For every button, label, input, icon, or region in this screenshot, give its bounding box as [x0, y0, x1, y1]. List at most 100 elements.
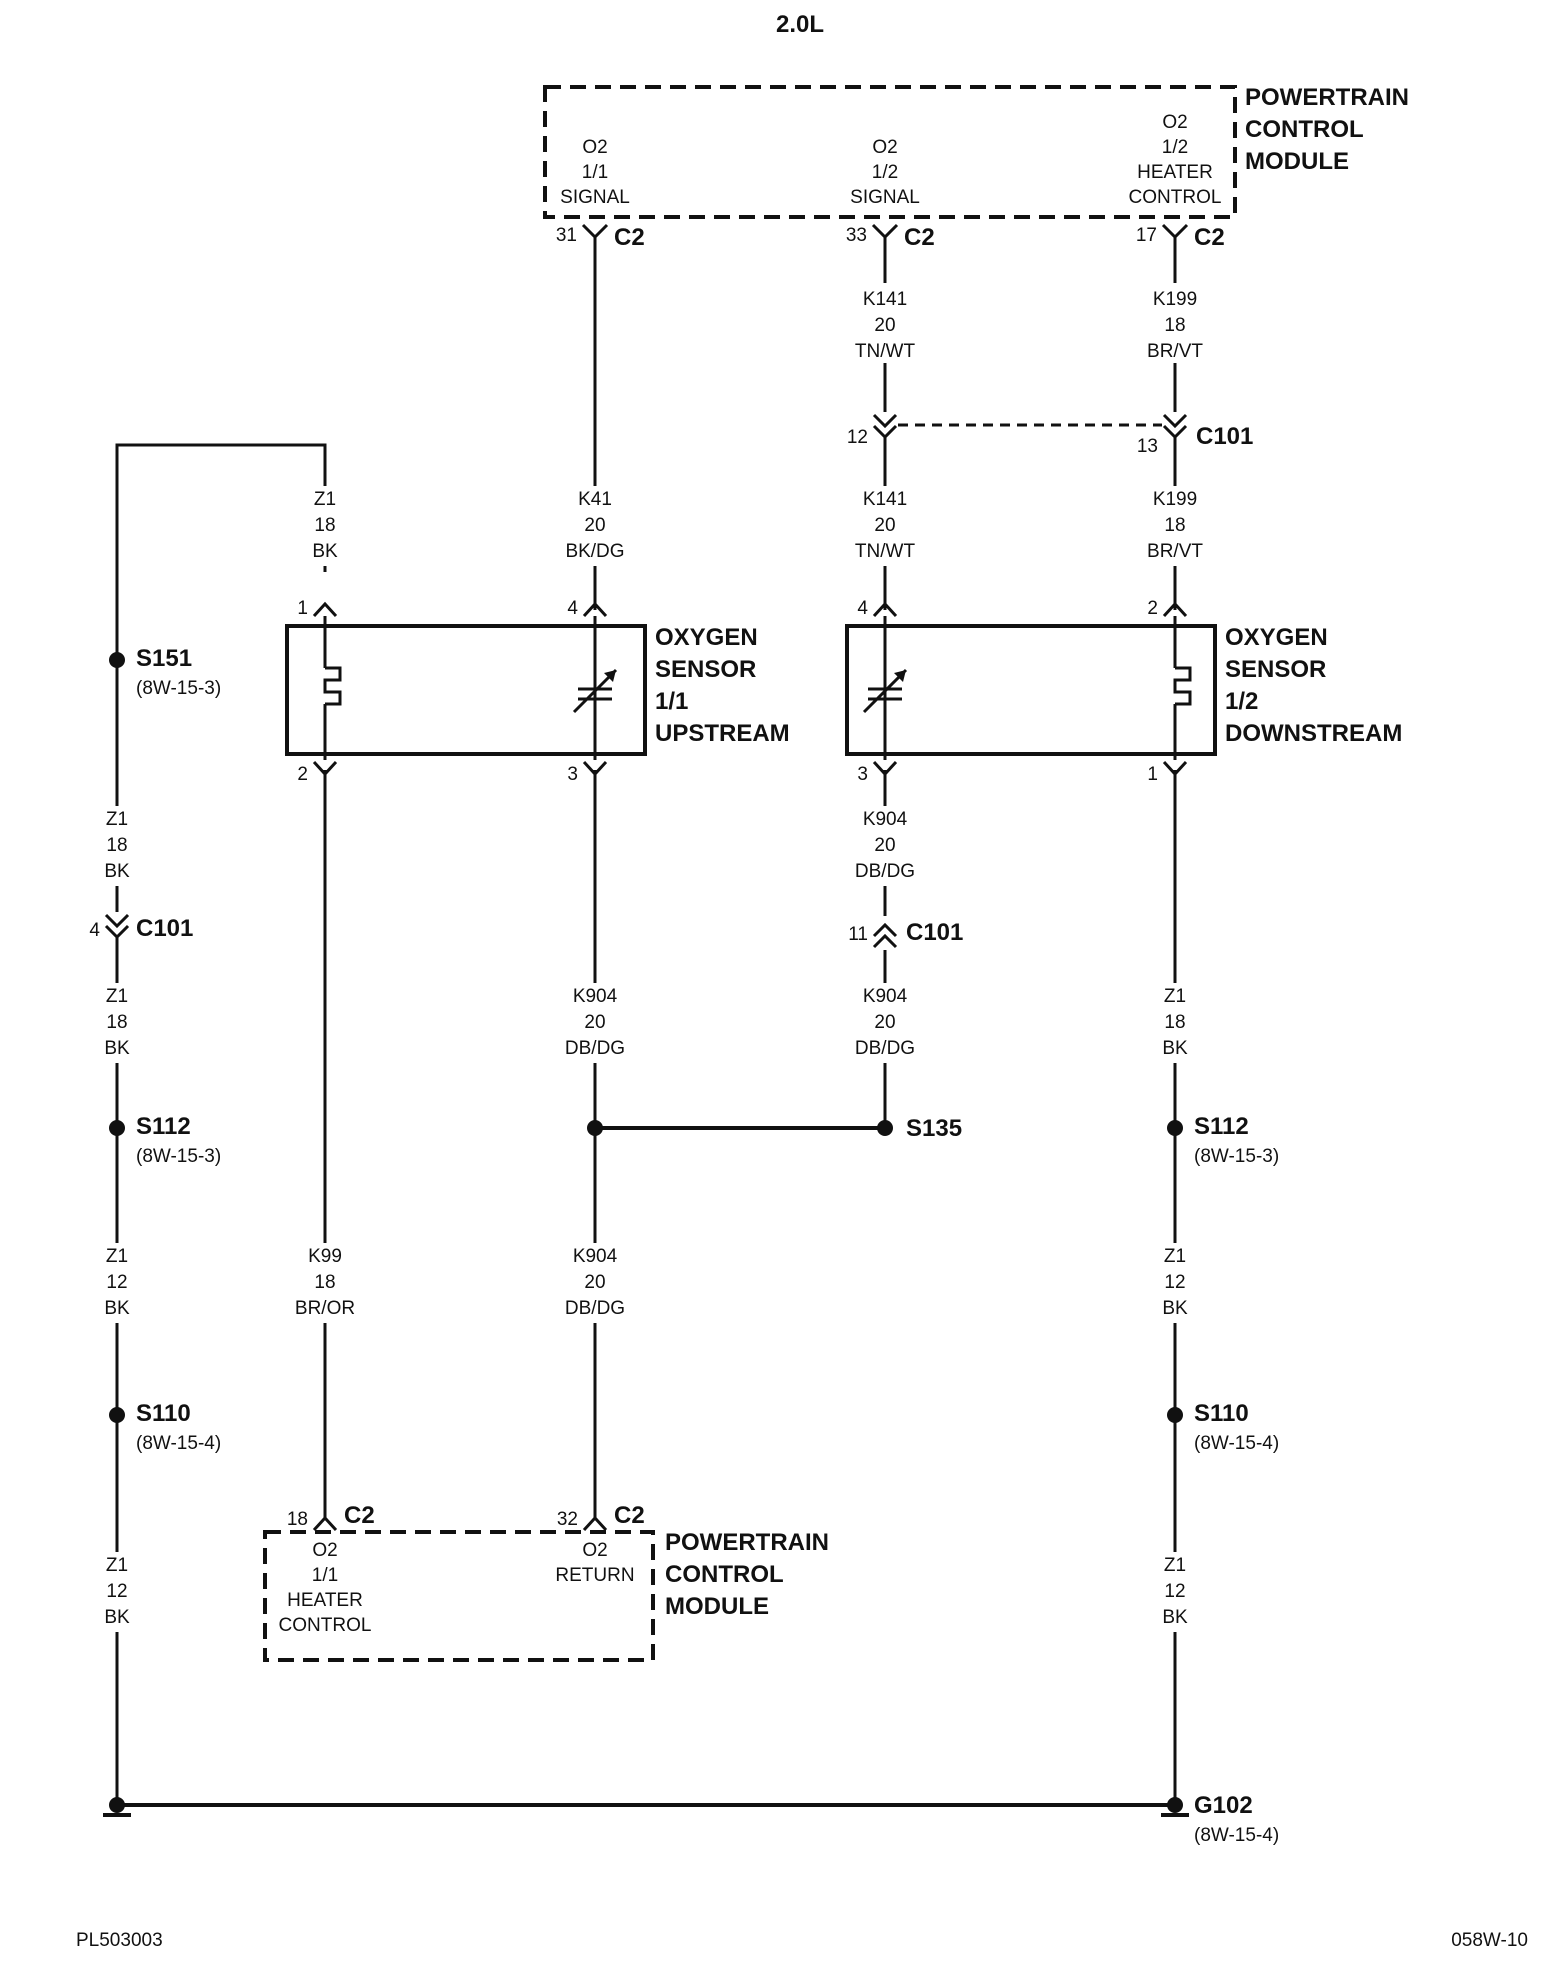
svg-text:DB/DG: DB/DG: [565, 1298, 625, 1319]
svg-text:17: 17: [1136, 225, 1157, 246]
svg-text:Z1: Z1: [1164, 1555, 1186, 1576]
svg-text:11: 11: [848, 924, 868, 945]
svg-text:TN/WT: TN/WT: [855, 541, 916, 562]
connector-c2-pin32: 32 C2: [557, 1502, 645, 1532]
svg-text:12: 12: [847, 427, 868, 448]
pcm-top-module: POWERTRAIN CONTROL MODULE O2 1/1 SIGNAL …: [543, 84, 1409, 219]
wire-label-k904-a: K904 20 DB/DG: [855, 809, 915, 882]
svg-text:1: 1: [1147, 764, 1158, 785]
svg-text:K904: K904: [573, 986, 618, 1007]
wire-label-z1-a: Z1 18 BK: [312, 489, 338, 562]
sensor-downstream-pin3: 3: [857, 760, 898, 785]
connector-c2-pin33: 33 C2: [846, 223, 935, 251]
svg-text:18: 18: [287, 1509, 308, 1530]
svg-text:Z1: Z1: [106, 986, 128, 1007]
pcm-top-pin-label-o2-11-signal-3: SIGNAL: [560, 187, 630, 208]
svg-text:C2: C2: [614, 1502, 645, 1529]
svg-text:Z1: Z1: [106, 1246, 128, 1267]
svg-text:12: 12: [1164, 1272, 1185, 1293]
footer-left-code: PL503003: [76, 1930, 163, 1951]
svg-text:K99: K99: [308, 1246, 342, 1267]
svg-text:18: 18: [314, 515, 335, 536]
svg-text:18: 18: [106, 1012, 127, 1033]
sensor-downstream-pin4: 4: [857, 598, 898, 619]
connector-c2-pin18: 18 C2: [287, 1502, 375, 1532]
wire-label-k199-top: K199 18 BR/VT: [1147, 289, 1203, 362]
svg-text:BK: BK: [1162, 1298, 1188, 1319]
svg-text:4: 4: [567, 598, 578, 619]
svg-text:S151: S151: [136, 645, 192, 672]
pcm-top-pin-label-o2-12-signal-3: SIGNAL: [850, 187, 920, 208]
sensor-upstream-pin4: 4: [567, 598, 608, 619]
wire-label-z1-g: Z1 12 BK: [104, 1555, 130, 1628]
svg-text:CONTROL: CONTROL: [279, 1615, 372, 1636]
svg-text:3: 3: [857, 764, 868, 785]
svg-text:(8W-15-3): (8W-15-3): [136, 1146, 221, 1167]
svg-text:Z1: Z1: [314, 489, 336, 510]
oxygen-sensor-downstream: OXYGEN SENSOR 1/2 DOWNSTREAM: [845, 616, 1402, 760]
oxygen-sensor-upstream: OXYGEN SENSOR 1/1 UPSTREAM: [285, 616, 790, 760]
svg-text:33: 33: [846, 225, 867, 246]
svg-text:20: 20: [584, 1012, 605, 1033]
pcm-top-name-line1: POWERTRAIN: [1245, 84, 1409, 111]
svg-text:1/2: 1/2: [1225, 688, 1258, 715]
svg-text:(8W-15-4): (8W-15-4): [136, 1433, 221, 1454]
svg-text:C2: C2: [1194, 224, 1225, 251]
svg-text:O2: O2: [312, 1540, 337, 1561]
svg-text:UPSTREAM: UPSTREAM: [655, 720, 790, 747]
svg-text:OXYGEN: OXYGEN: [1225, 624, 1328, 651]
svg-text:12: 12: [1164, 1581, 1185, 1602]
svg-text:K141: K141: [863, 289, 907, 310]
wire-label-z1-e: Z1 12 BK: [104, 1246, 130, 1319]
connector-c101-pin11: 11 C101: [848, 916, 963, 950]
svg-text:DB/DG: DB/DG: [565, 1038, 625, 1059]
svg-text:13: 13: [1137, 436, 1158, 457]
connector-c101-pin13: 13 C101: [1137, 412, 1253, 457]
svg-text:K904: K904: [863, 809, 908, 830]
svg-text:K199: K199: [1153, 289, 1197, 310]
svg-text:C101: C101: [906, 919, 963, 946]
wire-label-z1-d: Z1 18 BK: [1162, 986, 1188, 1059]
svg-text:K141: K141: [863, 489, 907, 510]
svg-text:Z1: Z1: [106, 809, 128, 830]
svg-text:20: 20: [874, 315, 895, 336]
pcm-top-boundary: [543, 85, 1237, 219]
svg-text:K199: K199: [1153, 489, 1197, 510]
svg-text:BR/VT: BR/VT: [1147, 541, 1203, 562]
svg-text:BK: BK: [104, 1607, 130, 1628]
connector-c101-pin4: 4 C101: [89, 912, 193, 946]
pcm-bottom-boundary: [263, 1530, 655, 1662]
pcm-top-pin-label-o2-12-signal-2: 1/2: [872, 162, 898, 183]
svg-text:3: 3: [567, 764, 578, 785]
svg-text:OXYGEN: OXYGEN: [655, 624, 758, 651]
svg-text:18: 18: [1164, 315, 1185, 336]
svg-text:18: 18: [1164, 1012, 1185, 1033]
wire-label-k99: K99 18 BR/OR: [295, 1246, 355, 1319]
svg-text:20: 20: [874, 515, 895, 536]
svg-text:DB/DG: DB/DG: [855, 1038, 915, 1059]
pcm-top-pin-label-o2-12-signal-1: O2: [872, 137, 897, 158]
svg-text:G102: G102: [1194, 1792, 1253, 1819]
svg-text:(8W-15-3): (8W-15-3): [136, 678, 221, 699]
svg-text:31: 31: [556, 225, 577, 246]
svg-text:1: 1: [297, 598, 308, 619]
pcm-bottom-module: O2 1/1 HEATER CONTROL O2 RETURN POWERTRA…: [263, 1529, 829, 1662]
sensor-downstream-pin2: 2: [1147, 598, 1188, 619]
diagram-title: 2.0L: [776, 11, 824, 38]
svg-text:20: 20: [874, 835, 895, 856]
svg-text:12: 12: [106, 1272, 127, 1293]
splice-s135: S135: [877, 1115, 962, 1142]
svg-text:(8W-15-4): (8W-15-4): [1194, 1433, 1279, 1454]
wire-label-k904-b: K904 20 DB/DG: [565, 986, 625, 1059]
svg-text:BK: BK: [1162, 1038, 1188, 1059]
sensor-upstream-pin1: 1: [297, 598, 338, 619]
footer-right-code: 058W-10: [1451, 1930, 1528, 1951]
sensor-upstream-body: [285, 624, 647, 756]
svg-text:TN/WT: TN/WT: [855, 341, 916, 362]
pcm-top-pin-label-o2-11-signal-1: O2: [582, 137, 607, 158]
pcm-top-pin-label-o2-12-heater-2: 1/2: [1162, 137, 1188, 158]
svg-text:HEATER: HEATER: [287, 1590, 363, 1611]
svg-text:20: 20: [584, 515, 605, 536]
svg-text:POWERTRAIN: POWERTRAIN: [665, 1529, 829, 1556]
